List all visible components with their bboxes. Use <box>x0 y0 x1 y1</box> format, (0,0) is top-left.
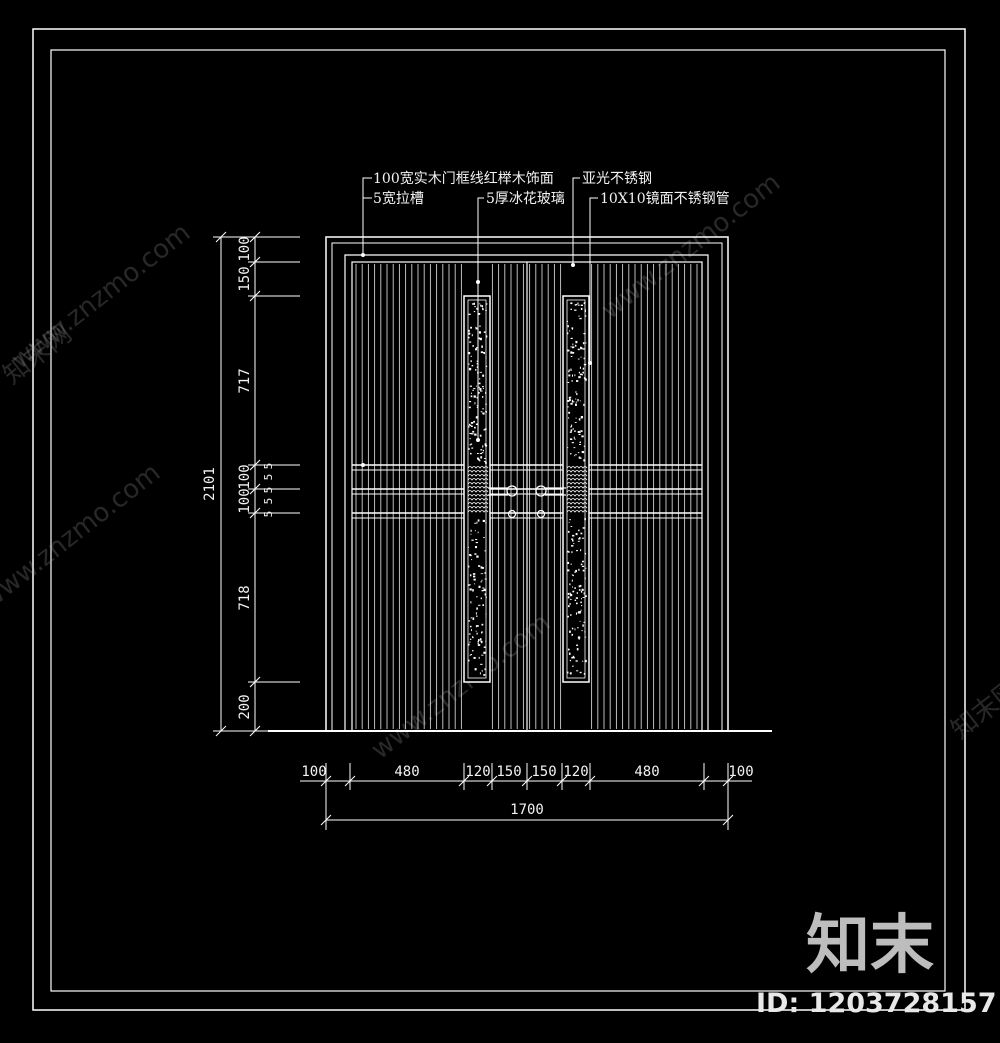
dim-horizontal-segment-6: 120 <box>563 764 588 780</box>
dim-small-mark-2: 5 <box>262 474 275 481</box>
dim-horizontal-segment-5: 150 <box>531 764 556 780</box>
door-handle-right <box>535 485 566 519</box>
dim-vertical-segment-3: 717 <box>237 368 253 393</box>
annotation-steel-tube: 10X10镜面不锈钢管 <box>600 191 730 207</box>
dim-vertical-total: 2101 <box>202 467 218 501</box>
watermark-site-3: www.znzmo.com <box>0 458 166 616</box>
dim-horizontal-segment-1: 100 <box>301 764 326 780</box>
leader-dots <box>361 253 592 467</box>
dim-horizontal-total: 1700 <box>510 802 544 818</box>
dim-horizontal-segment-8: 100 <box>728 764 753 780</box>
dim-vertical-segment-6: 718 <box>237 585 253 610</box>
dim-horizontal-segment-3: 120 <box>465 764 490 780</box>
annotation-frame-line: 100宽实木门框线红榉木饰面 <box>373 170 554 187</box>
annotation-glass: 5厚冰花玻璃 <box>486 190 565 207</box>
dim-vertical-segment-7: 200 <box>237 694 253 719</box>
glass-panel-left <box>463 295 491 683</box>
dim-small-mark-5: 5 <box>262 511 275 518</box>
watermark-group: www.znzmo.com www.znzmo.com www.znzmo.co… <box>0 168 1000 766</box>
dim-small-mark-1: 5 <box>262 463 275 470</box>
door-leaf-right <box>526 261 703 732</box>
dim-vertical-segment-2: 150 <box>237 266 253 291</box>
inner-border <box>50 49 946 992</box>
vertical-dimension-lines <box>213 231 300 737</box>
annotation-groove: 5宽拉槽 <box>373 190 424 207</box>
watermark-brand-2: 知末网 <box>946 674 1000 746</box>
glass-panel-right <box>562 295 590 683</box>
frosted-glass-texture <box>566 302 588 675</box>
outer-border <box>32 28 966 1011</box>
horizontal-bands <box>352 464 702 519</box>
dim-horizontal-segment-7: 480 <box>634 764 659 780</box>
dim-small-mark-3: 5 <box>262 487 275 494</box>
image-id-label: ID: 1203728157 <box>756 988 997 1019</box>
dim-vertical-segment-4: 100 <box>237 464 253 489</box>
brand-logo: 知末 <box>806 909 934 983</box>
dim-vertical-segment-5: 100 <box>237 488 253 513</box>
dim-horizontal-segment-2: 480 <box>394 764 419 780</box>
frosted-glass-texture <box>467 302 489 676</box>
annotation-leaders <box>362 177 598 466</box>
dim-horizontal-segment-4: 150 <box>496 764 521 780</box>
door-frame-trim <box>344 254 709 731</box>
door-frame-inner-line <box>331 242 723 731</box>
dim-vertical-segment-1: 100 <box>237 236 253 261</box>
annotation-steel: 亚光不锈钢 <box>582 171 652 187</box>
door-handle-left <box>488 485 518 519</box>
horizontal-dimension-lines <box>300 763 752 830</box>
dim-small-mark-4: 5 <box>262 498 275 505</box>
